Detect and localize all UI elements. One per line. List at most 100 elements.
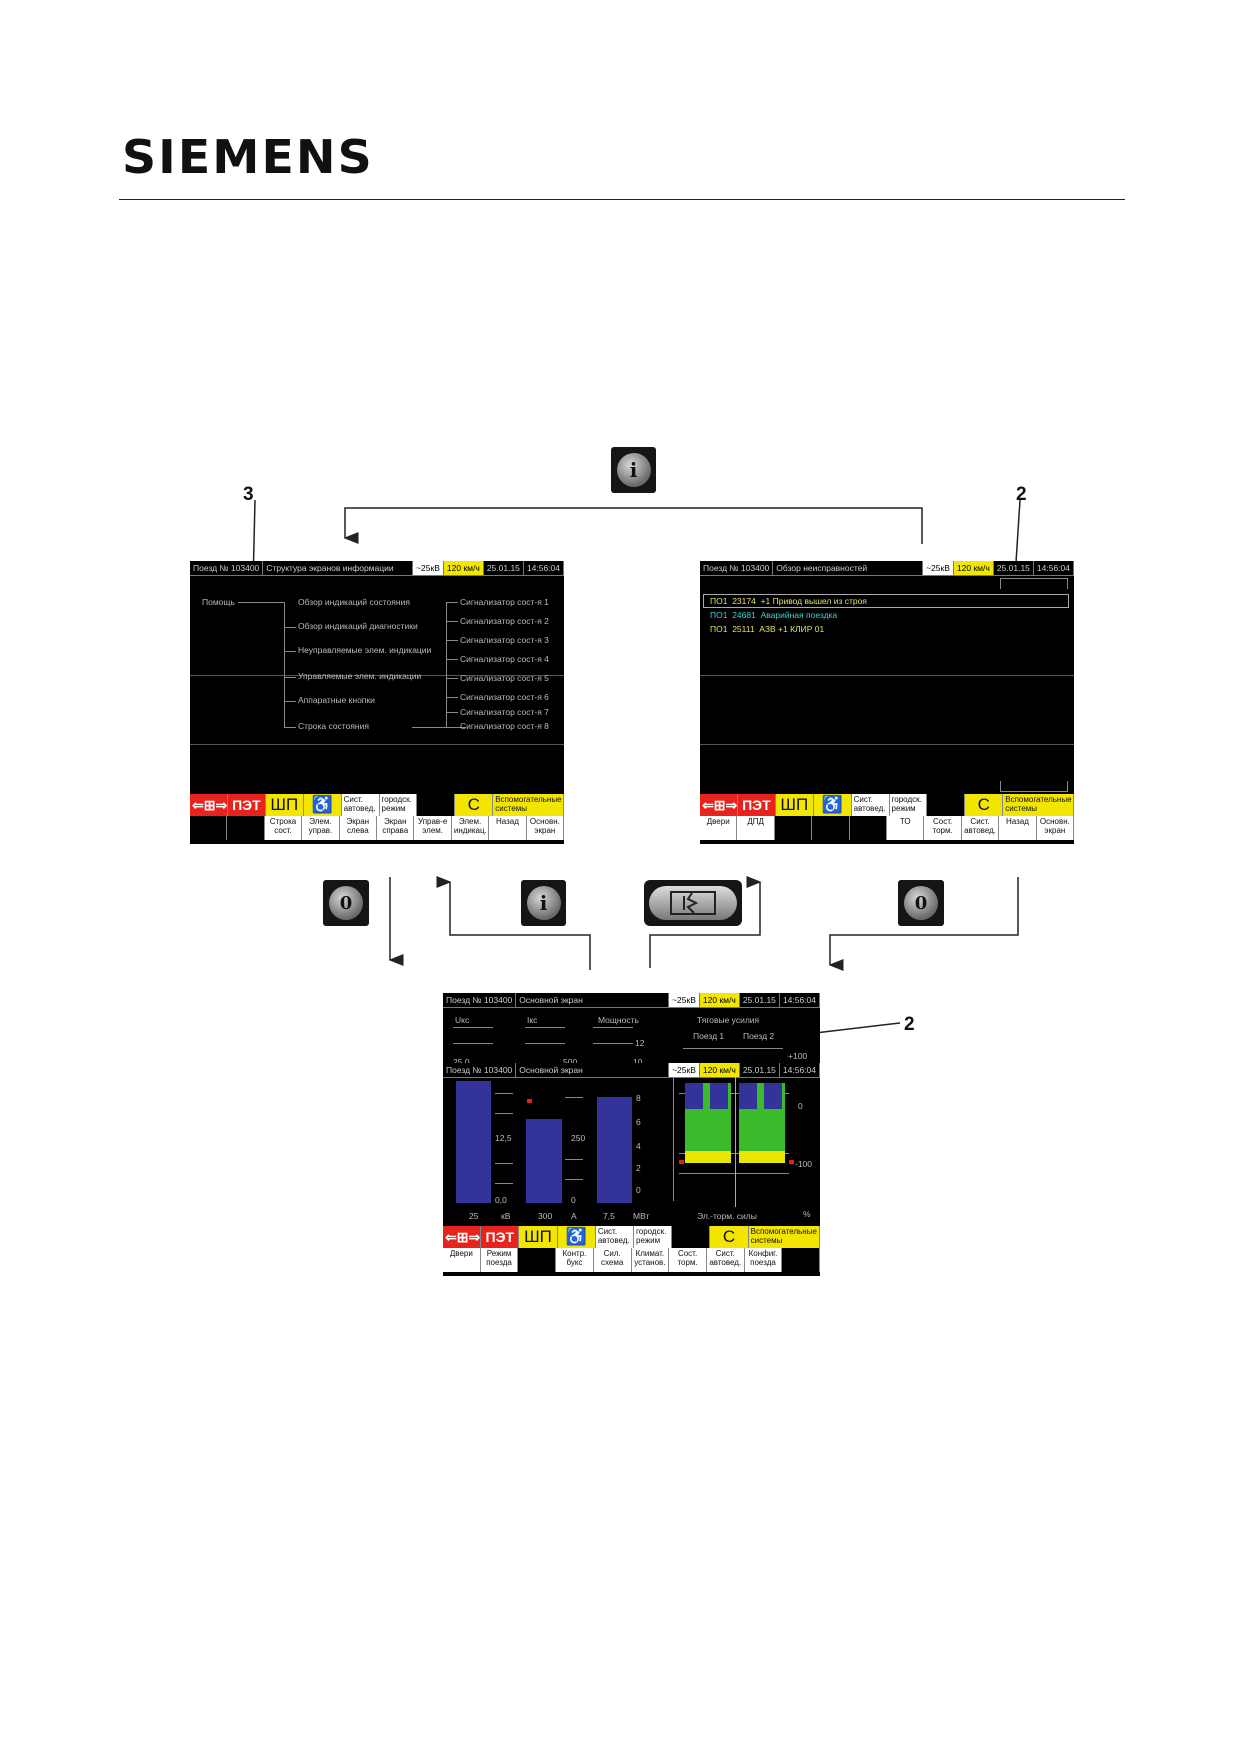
empty-key[interactable]	[417, 794, 456, 816]
arrow-panel	[649, 876, 762, 968]
zero-button-icon[interactable]: 0	[323, 880, 369, 926]
shp-key[interactable]: ШП	[775, 794, 814, 816]
softkey-row-bottom: Двери ДПД ТО Сост. торм. Сист. автовед. …	[700, 816, 1074, 840]
softkey[interactable]: ТО	[887, 816, 925, 840]
city-mode-key[interactable]: городск. режим	[634, 1226, 673, 1248]
softkey[interactable]: Режим поезда	[480, 1248, 519, 1272]
callout-2-bottom: 2	[904, 1014, 915, 1035]
signal-item[interactable]: Сигнализатор сост-я 4	[460, 654, 549, 664]
callout-3: 3	[243, 484, 254, 505]
signal-item[interactable]: Сигнализатор сост-я 1	[460, 597, 549, 607]
fault-overview-screen: Поезд № 103400 Обзор неисправностей ~25к…	[700, 561, 1074, 844]
shp-key[interactable]: ШП	[519, 1226, 558, 1248]
softkey[interactable]: Двери	[443, 1248, 481, 1272]
header-rule	[119, 199, 1125, 200]
aux-systems-key[interactable]: Вспомогательные системы	[748, 1226, 820, 1248]
s-key[interactable]: С	[965, 794, 1004, 816]
status-bar: Поезд № 103400 Структура экранов информа…	[190, 561, 564, 576]
accessibility-icon[interactable]: ♿	[813, 794, 852, 816]
softkey[interactable]	[849, 816, 888, 840]
u-header: Uкс	[455, 1015, 470, 1025]
softkey[interactable]: Сист. автовед.	[706, 1248, 745, 1272]
softkey-row-top: ⇐⊞⇒ ПЭТ ШП ♿ Сист. автовед. городск. реж…	[700, 794, 1074, 816]
softkey[interactable]: Управ-е элем.	[414, 816, 452, 840]
softkey[interactable]	[774, 816, 813, 840]
callout-2-right: 2	[1016, 484, 1027, 505]
auto-drive-key[interactable]: Сист. автовед.	[595, 1226, 635, 1248]
softkey[interactable]: Сост. торм.	[924, 816, 962, 840]
auto-drive-key[interactable]: Сист. автовед.	[851, 794, 890, 816]
softkey[interactable]: Строка сост.	[264, 816, 303, 840]
softkey[interactable]: Сост. торм.	[669, 1248, 707, 1272]
shp-key[interactable]: ШП	[265, 794, 304, 816]
info-icon[interactable]: i	[611, 447, 656, 493]
softkey[interactable]: Контр. букс	[556, 1248, 594, 1272]
panel-switch-icon[interactable]	[644, 880, 742, 926]
softkey[interactable]: Двери	[700, 816, 738, 840]
fault-selection[interactable]	[703, 594, 1069, 608]
softkey[interactable]	[782, 1248, 820, 1272]
aux-systems-key[interactable]: Вспомогательные системы	[1003, 794, 1074, 816]
signal-item[interactable]: Сигнализатор сост-я 5	[460, 673, 549, 683]
doors-key[interactable]: ⇐⊞⇒	[443, 1226, 482, 1248]
s-key[interactable]: С	[455, 794, 494, 816]
city-mode-key[interactable]: городск. режим	[889, 794, 928, 816]
softkey[interactable]: Назад	[999, 816, 1037, 840]
fault-row[interactable]: ПО1 23174 +1 Привод вышел из строя	[710, 596, 867, 606]
fault-row[interactable]: ПО1 25111 АЗВ +1 КЛИР 01	[710, 624, 825, 634]
accessibility-icon[interactable]: ♿	[557, 1226, 596, 1248]
softkey[interactable]: Основн. экран	[1036, 816, 1074, 840]
tree-item[interactable]: Неуправляемые элем. индикации	[298, 645, 432, 655]
softkey[interactable]: Сист. автовед.	[961, 816, 1000, 840]
train2-label: Поезд 2	[743, 1031, 775, 1041]
accessibility-icon[interactable]: ♿	[303, 794, 342, 816]
softkey[interactable]: Конфиг. поезда	[744, 1248, 783, 1272]
softkey[interactable]: Экран справа	[377, 816, 415, 840]
softkey[interactable]	[518, 1248, 557, 1272]
softkey[interactable]: Назад	[489, 816, 527, 840]
arrow-top	[343, 507, 923, 544]
tree-item[interactable]: Обзор индикаций состояния	[298, 597, 410, 607]
city-mode-key[interactable]: городск. режим	[379, 794, 418, 816]
auto-drive-key[interactable]: Сист. автовед.	[341, 794, 380, 816]
signal-item[interactable]: Сигнализатор сост-я 2	[460, 616, 549, 626]
softkey[interactable]: Климат. установ.	[631, 1248, 670, 1272]
softkey[interactable]: Экран слева	[339, 816, 378, 840]
pet-key[interactable]: ПЭТ	[227, 794, 266, 816]
doors-key[interactable]: ⇐⊞⇒	[700, 794, 738, 816]
zero-button-icon-right[interactable]: 0	[898, 880, 944, 926]
softkey[interactable]	[190, 816, 228, 840]
arrow-zero-right	[828, 877, 1019, 971]
pet-key[interactable]: ПЭТ	[737, 794, 776, 816]
tree-help[interactable]: Помощь	[202, 597, 235, 607]
signal-item[interactable]: Сигнализатор сост-я 6	[460, 692, 549, 702]
signal-item[interactable]: Сигнализатор сост-я 3	[460, 635, 549, 645]
softkey[interactable]	[227, 816, 265, 840]
pet-key[interactable]: ПЭТ	[481, 1226, 520, 1248]
signal-item[interactable]: Сигнализатор сост-я 7	[460, 707, 549, 717]
power-bar	[597, 1097, 632, 1203]
softkey[interactable]: Элем. управ.	[302, 816, 340, 840]
softkey[interactable]: ДПД	[737, 816, 775, 840]
softkey[interactable]: Сил. схема	[593, 1248, 632, 1272]
doors-key[interactable]: ⇐⊞⇒	[190, 794, 228, 816]
info-structure-screen: Поезд № 103400 Структура экранов информа…	[190, 561, 564, 844]
fault-row[interactable]: ПО1 24681 Аварийная поездка	[710, 610, 838, 620]
signal-item[interactable]: Сигнализатор сост-я 8	[460, 721, 549, 731]
scroll-marker-top	[1000, 578, 1068, 589]
info-icon-mid[interactable]: i	[521, 880, 566, 926]
tree-item[interactable]: Обзор индикаций диагностики	[298, 621, 418, 631]
current-bar	[526, 1119, 562, 1203]
softkey-row-bottom: Двери Режим поезда Контр. букс Сил. схем…	[443, 1248, 820, 1272]
softkey[interactable]	[812, 816, 850, 840]
empty-key[interactable]	[672, 1226, 711, 1248]
softkey[interactable]: Элем. индикац.	[451, 816, 490, 840]
tree-item[interactable]: Управляемые элем. индикации	[298, 671, 422, 681]
tree-item[interactable]: Аппаратные кнопки	[298, 695, 375, 705]
softkey[interactable]: Основн. экран	[526, 816, 564, 840]
s-key[interactable]: С	[710, 1226, 749, 1248]
tree-item[interactable]: Строка состояния	[298, 721, 369, 731]
empty-key[interactable]	[927, 794, 966, 816]
aux-systems-key[interactable]: Вспомогательные системы	[493, 794, 564, 816]
